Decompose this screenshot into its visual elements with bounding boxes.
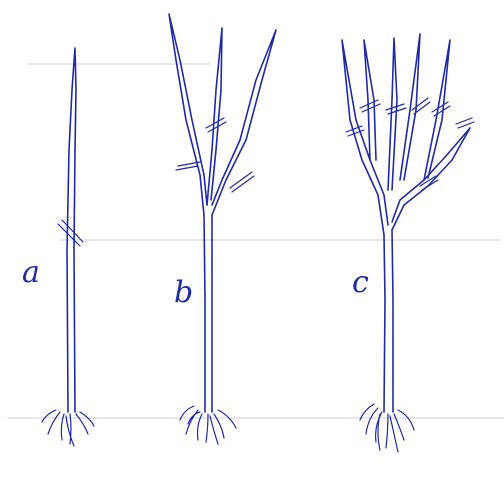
label-a: a	[22, 258, 40, 288]
tree-b-left-branch	[169, 14, 207, 215]
label-c: c	[352, 268, 369, 298]
tree-a-roots	[42, 410, 94, 446]
tree-b-roots	[180, 406, 236, 444]
tree-c	[342, 34, 474, 452]
tree-c-left-scaffold	[342, 40, 388, 235]
tree-a	[42, 48, 94, 446]
tree-a-cut-mark	[58, 220, 83, 246]
label-b: b	[174, 278, 193, 308]
tree-b-trunk	[204, 215, 212, 412]
tree-c-roots	[360, 404, 414, 452]
tree-b	[169, 14, 276, 444]
tree-c-trunk	[384, 230, 393, 412]
tree-b-center-branch	[207, 28, 222, 205]
